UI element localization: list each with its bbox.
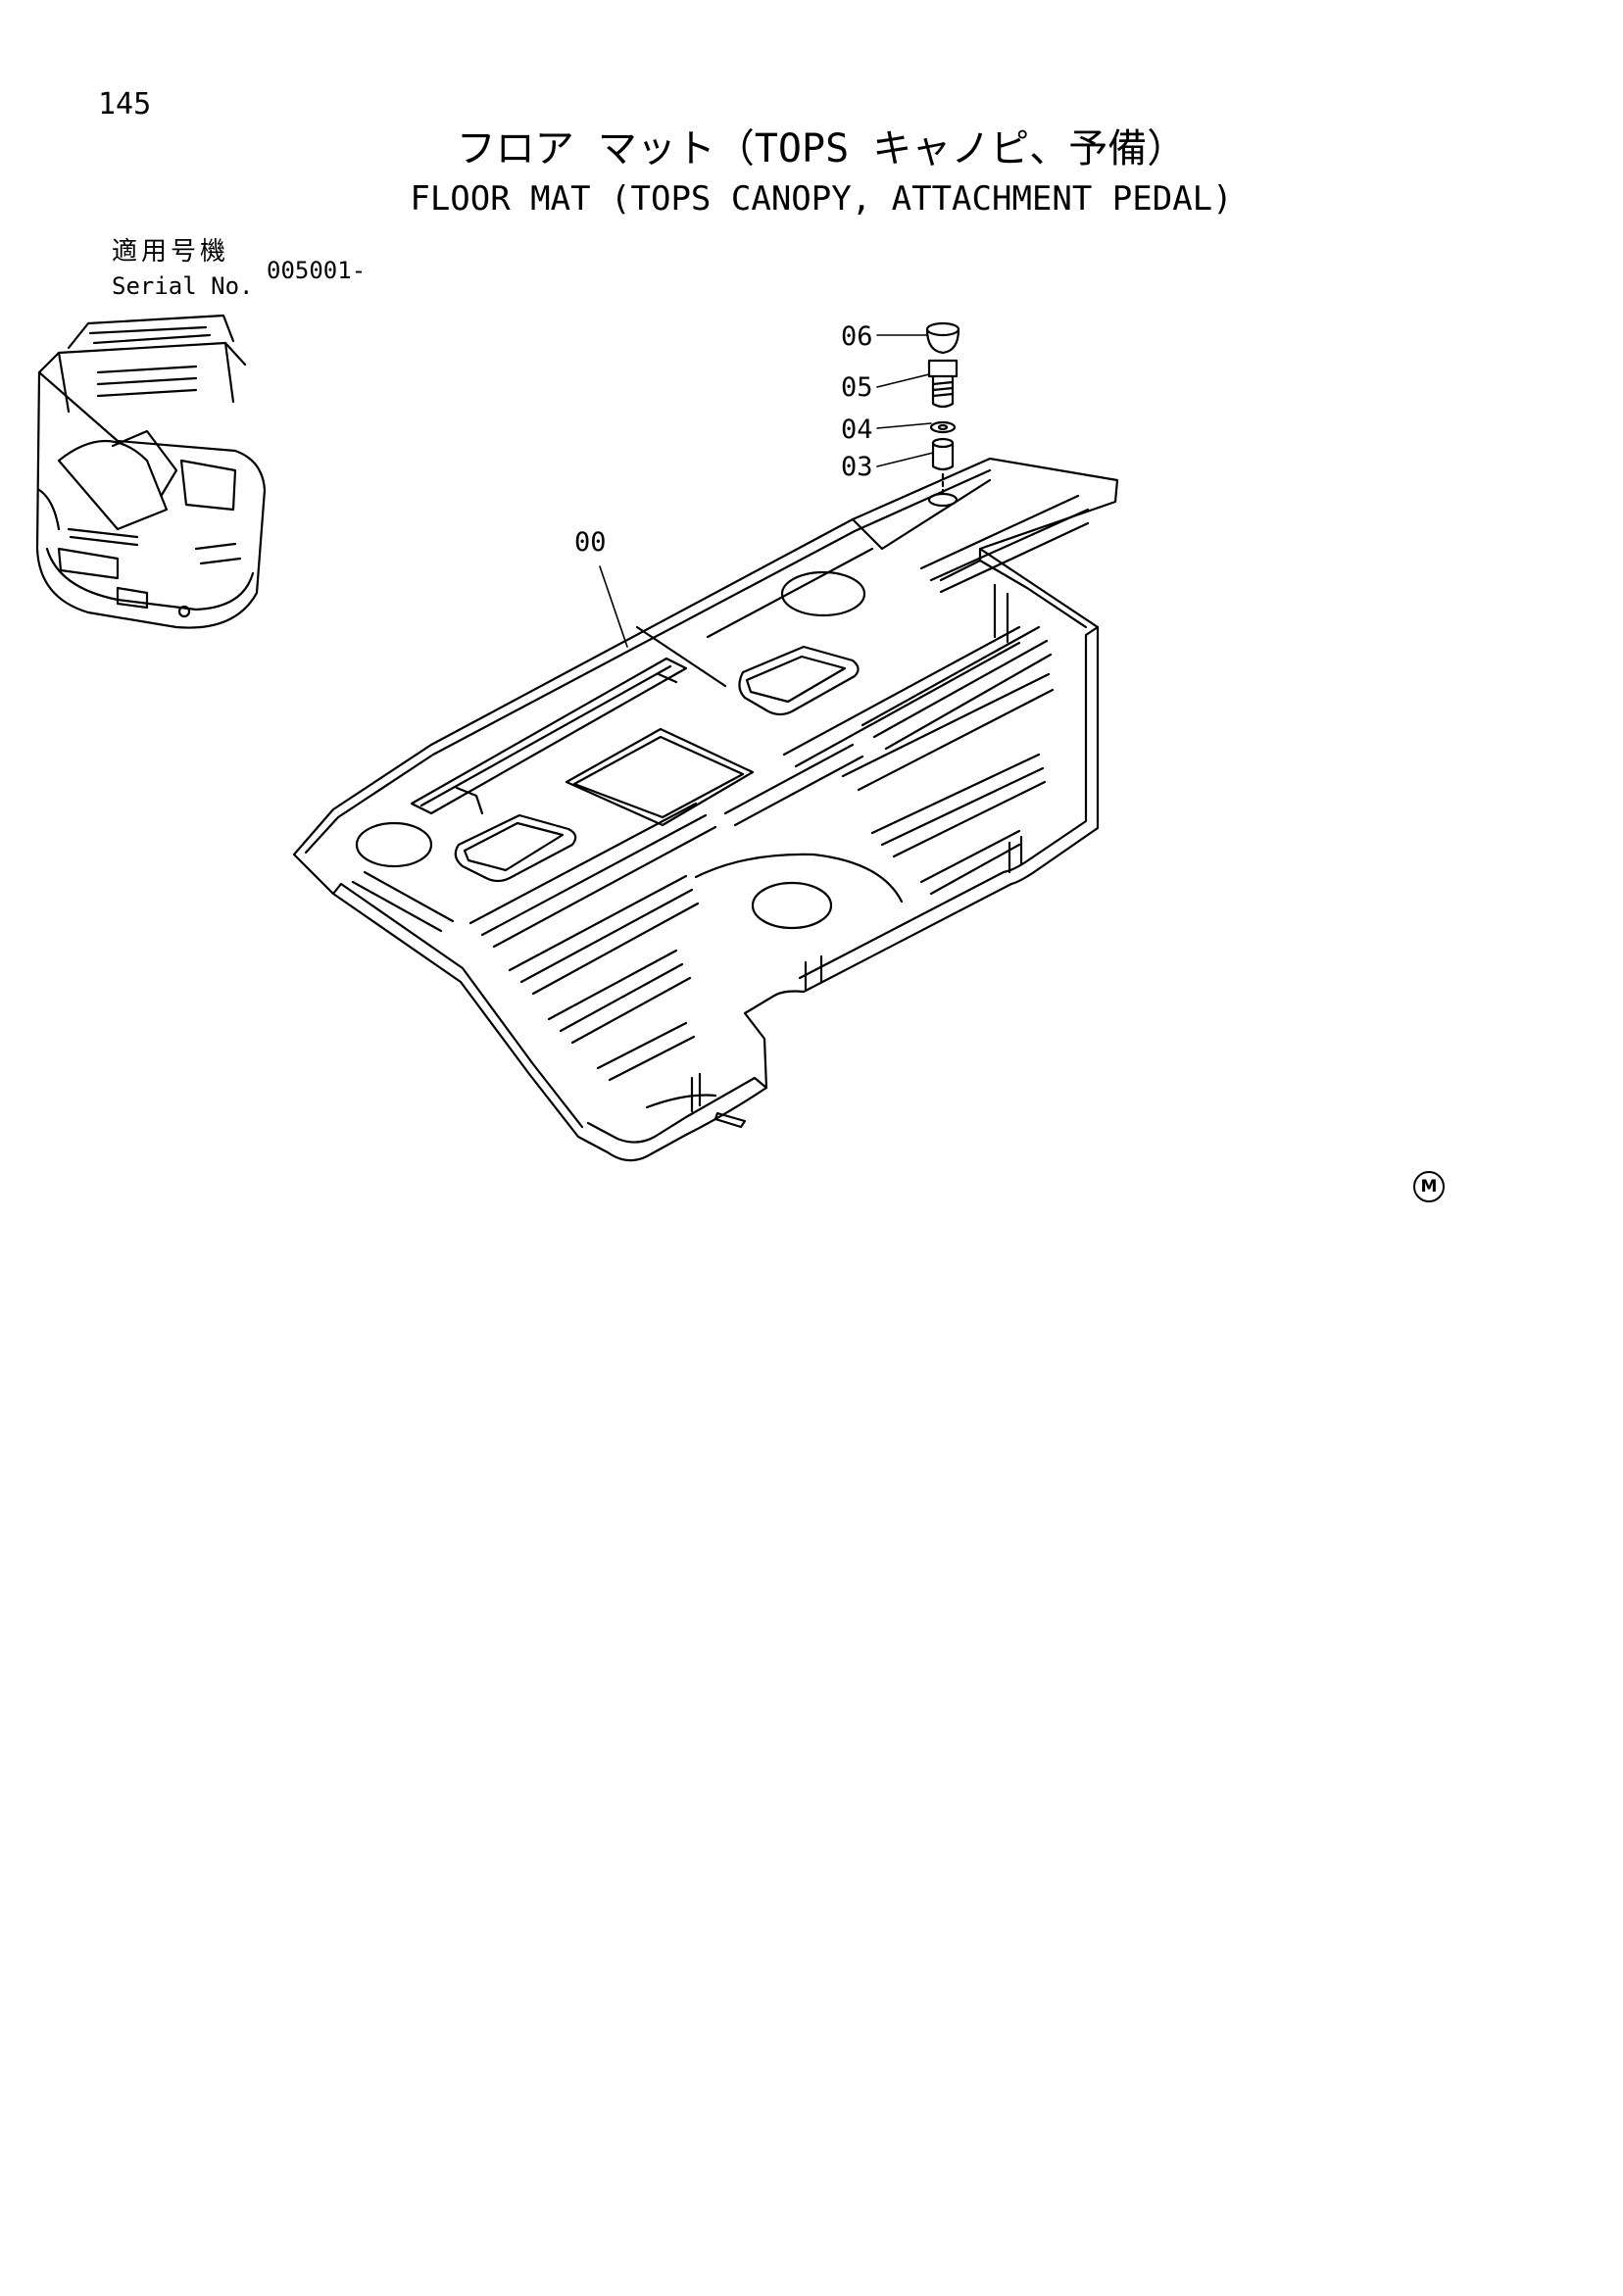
floor-mat (292, 457, 1119, 1162)
title-japanese: フロア マット（TOPS キャノピ、予備） (456, 126, 1187, 171)
title-english: FLOOR MAT (TOPS CANOPY, ATTACHMENT PEDAL… (410, 179, 1233, 219)
serial-label-japanese: 適用号機 (112, 237, 230, 267)
m-mark-icon: M (1413, 1171, 1445, 1202)
hardware-stack (925, 321, 960, 498)
leader-lines (599, 334, 934, 648)
callout-05: 05 (841, 372, 873, 403)
excavator-thumbnail (35, 314, 267, 629)
callout-06: 06 (841, 321, 873, 352)
serial-number-range: 005001- (267, 257, 367, 284)
callout-00: 00 (574, 527, 607, 558)
callout-03: 03 (841, 452, 873, 482)
callout-04: 04 (841, 415, 873, 445)
page-number: 145 (98, 87, 152, 122)
serial-label-english: Serial No. (112, 272, 254, 300)
